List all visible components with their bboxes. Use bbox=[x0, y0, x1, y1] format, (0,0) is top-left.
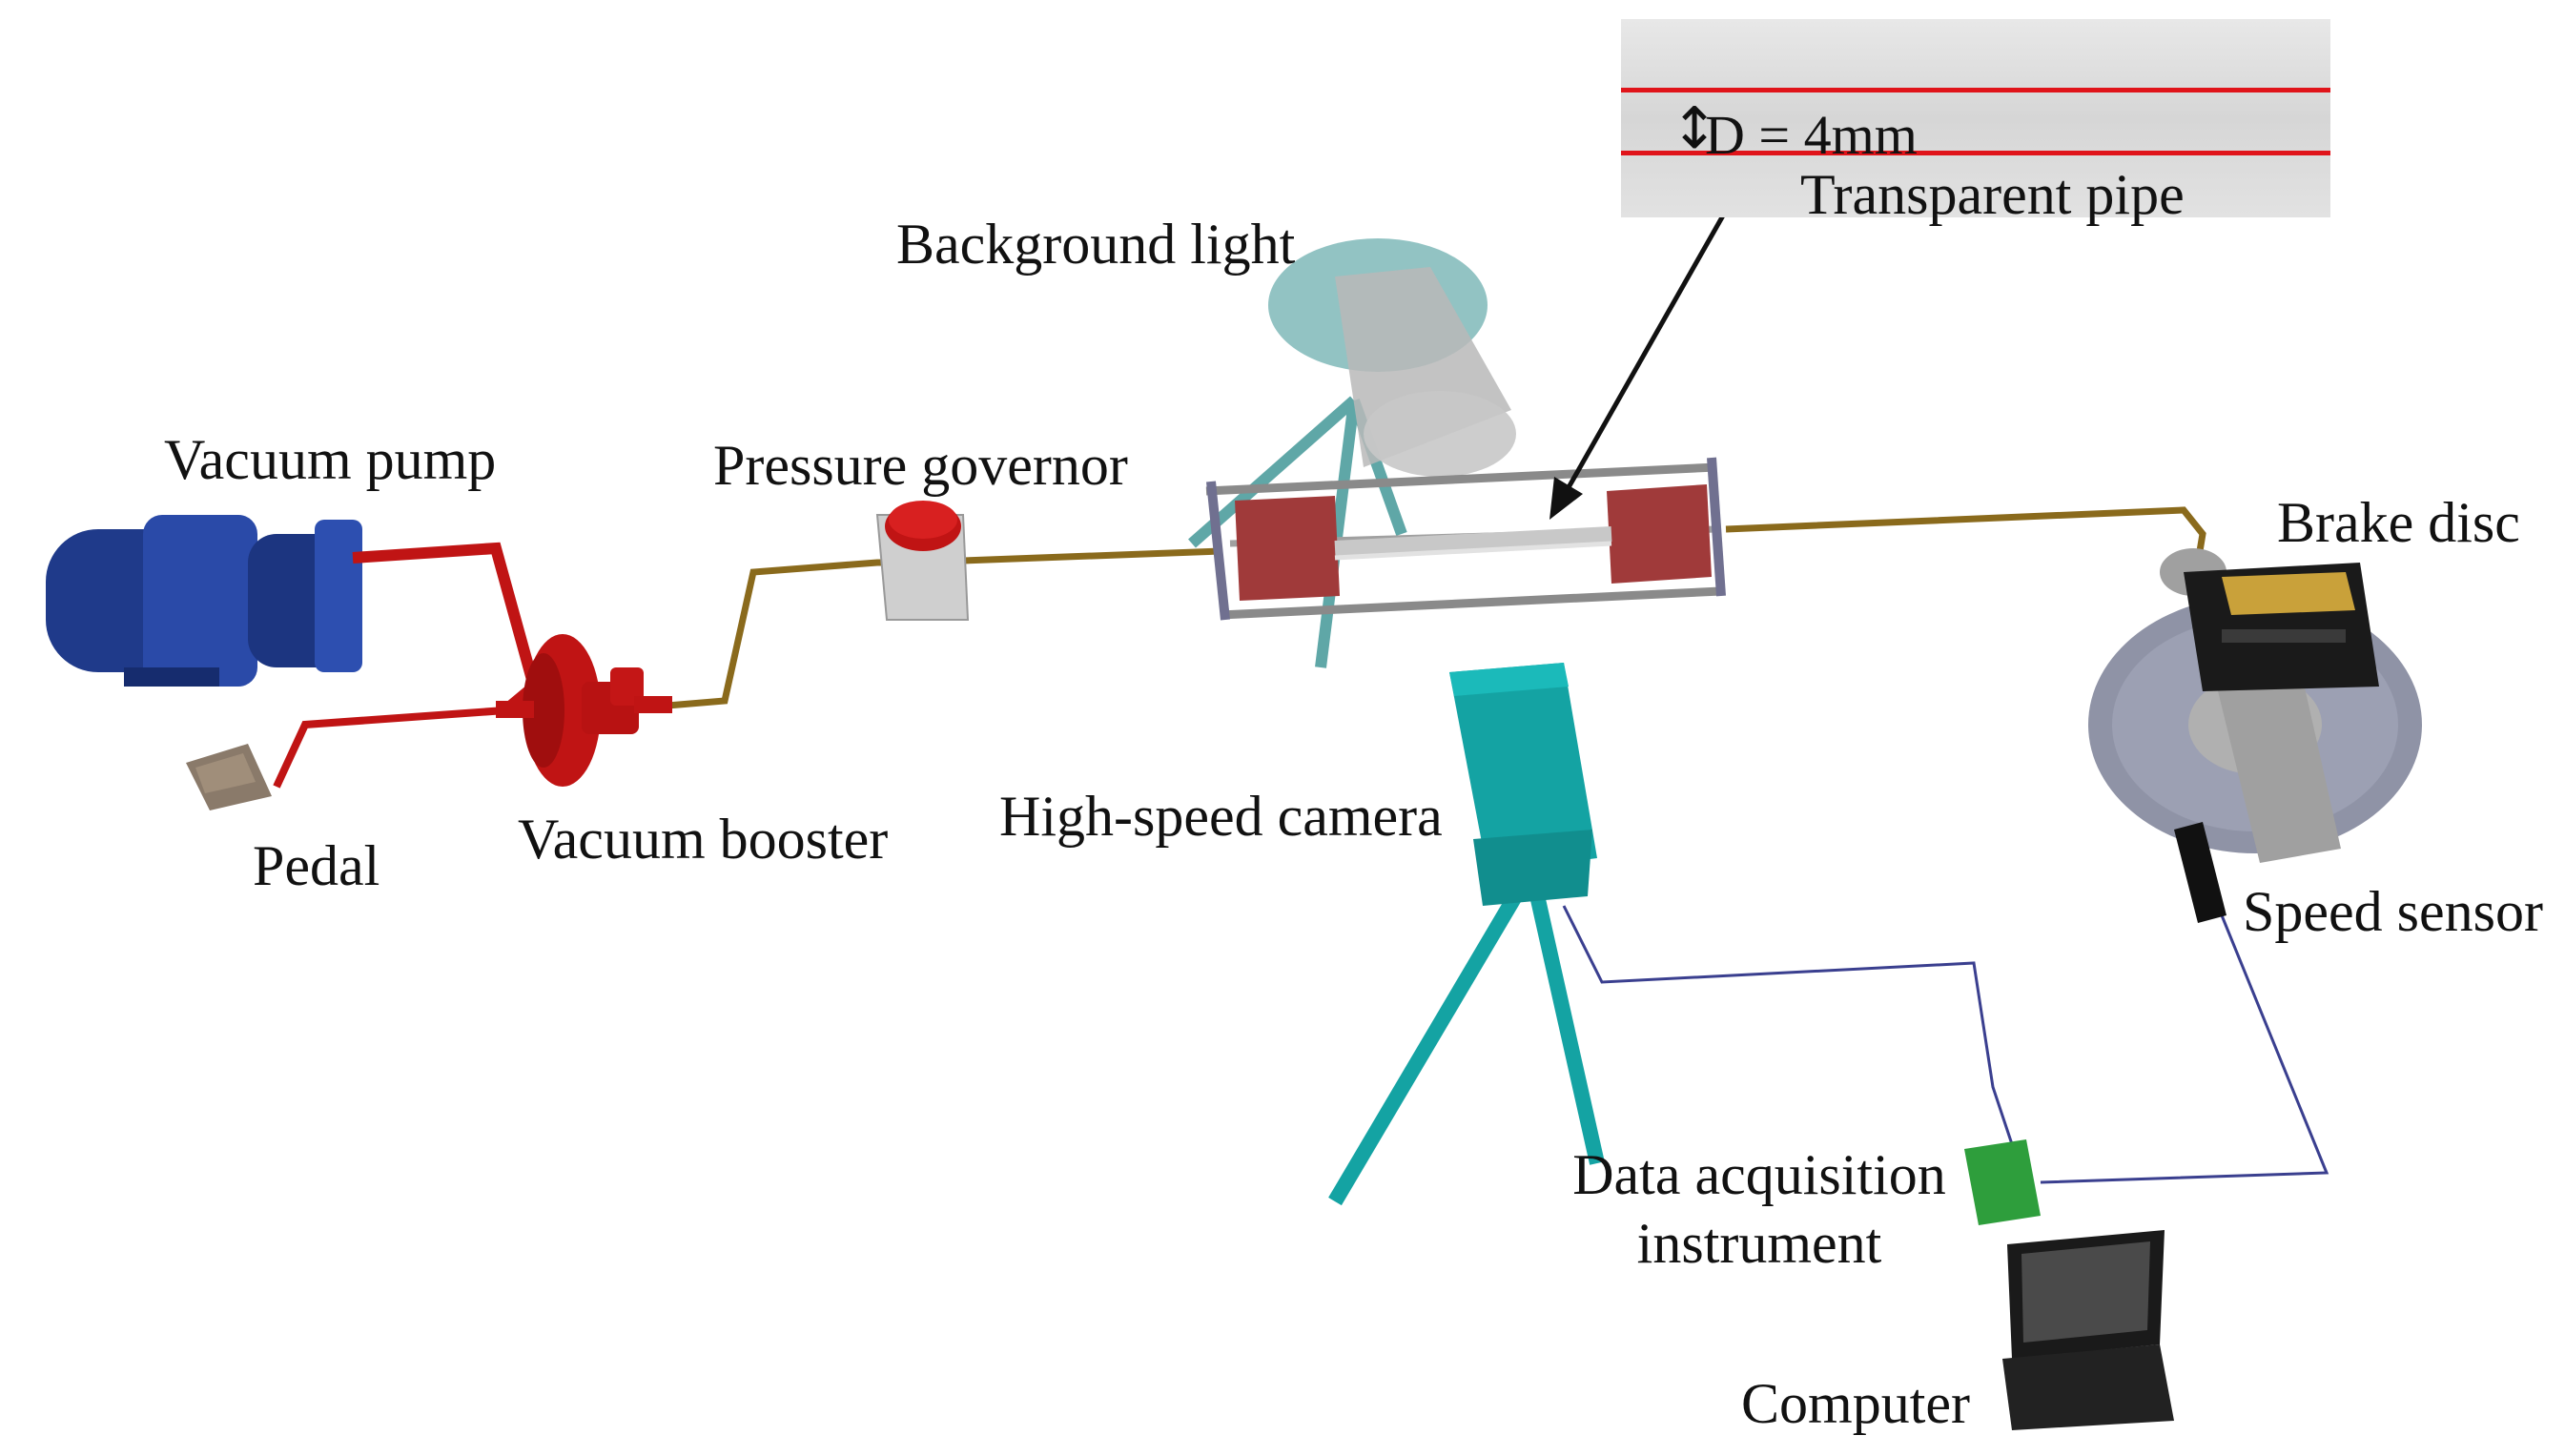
brake-pipe-2 bbox=[962, 547, 1221, 564]
daq-icon bbox=[1964, 1139, 2041, 1225]
diameter-label: D = 4mm bbox=[1705, 104, 1918, 166]
label-pressure-governor: Pressure governor bbox=[713, 434, 1128, 497]
computer-icon bbox=[2002, 1230, 2174, 1430]
brake-pipe-3 bbox=[1725, 506, 2206, 592]
pointer-arrowhead bbox=[1549, 477, 1583, 520]
speed-sensor-icon bbox=[2174, 822, 2226, 923]
pipe-wall-top-line bbox=[1621, 88, 2330, 92]
brake-pipe bbox=[667, 559, 915, 709]
label-vacuum-booster: Vacuum booster bbox=[518, 808, 889, 871]
label-computer: Computer bbox=[1741, 1372, 1970, 1435]
test-section-icon bbox=[1205, 457, 1726, 621]
label-background-light: Background light bbox=[896, 213, 1296, 276]
label-vacuum-pump: Vacuum pump bbox=[164, 428, 497, 491]
background-light-icon bbox=[1188, 238, 1516, 668]
transparent-pipe-inset: ↕ D = 4mm Transparent pipe bbox=[1621, 19, 2330, 226]
brake-disc-icon bbox=[2088, 548, 2422, 863]
vacuum-booster-icon bbox=[496, 634, 672, 787]
label-data-acquisition: Data acquisition instrument bbox=[1570, 1140, 1949, 1278]
sensor-cable bbox=[2040, 914, 2329, 1184]
pressure-governor-icon bbox=[875, 501, 970, 621]
transparent-pipe-label: Transparent pipe bbox=[1800, 163, 2185, 226]
double-arrow-icon: ↕ bbox=[1671, 95, 1719, 162]
high-speed-camera-icon bbox=[1328, 663, 1605, 1206]
pipe-wall-bottom-line bbox=[1621, 151, 2330, 155]
label-pedal: Pedal bbox=[253, 834, 380, 897]
label-speed-sensor: Speed sensor bbox=[2243, 880, 2543, 943]
vacuum-hose bbox=[352, 542, 541, 715]
vacuum-pump-icon bbox=[46, 515, 362, 687]
label-brake-disc: Brake disc bbox=[2277, 491, 2520, 554]
label-data-acquisition-line2: instrument bbox=[1636, 1212, 1882, 1275]
label-high-speed-camera: High-speed camera bbox=[999, 785, 1443, 848]
label-data-acquisition-line1: Data acquisition bbox=[1572, 1143, 1946, 1206]
pointer-arrow-line bbox=[1561, 200, 1734, 498]
camera-cable bbox=[1562, 905, 2023, 1174]
pedal-rod bbox=[273, 707, 506, 789]
pedal-icon bbox=[186, 744, 272, 810]
